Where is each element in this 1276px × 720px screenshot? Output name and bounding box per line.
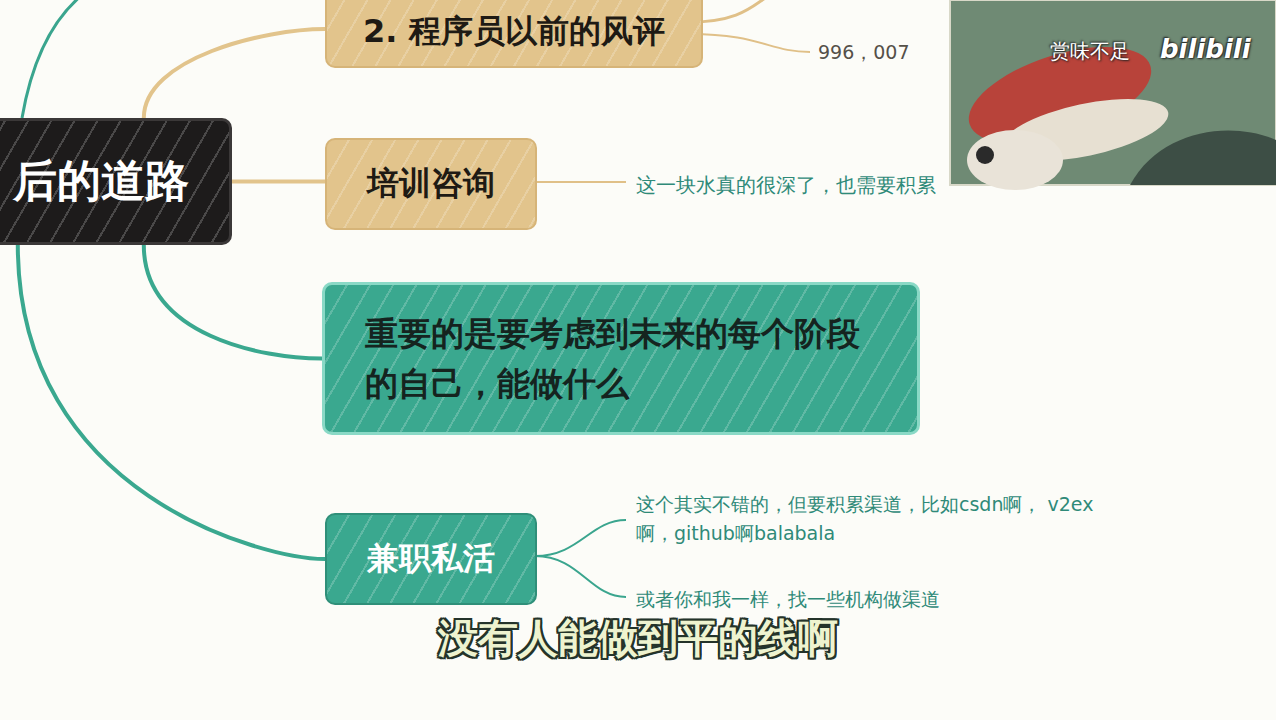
root-box: 后的道路	[0, 118, 232, 245]
branch-connector	[144, 245, 322, 359]
node-text: 后的道路	[13, 152, 189, 211]
watermark: 赏味不足	[1050, 36, 1130, 66]
node-text: 培训咨询	[367, 162, 495, 206]
branch-connector	[144, 29, 325, 118]
node-text: 重要的是要考虑到未来的每个阶段的自己，能做什么	[365, 309, 875, 408]
subtitle: 没有人能做到平的线啊	[438, 608, 838, 668]
face	[967, 130, 1063, 190]
note-text: 或者你和我一样，找一些机构做渠道	[636, 585, 940, 614]
branch-line	[22, 0, 82, 118]
watermark: bilibili	[1160, 30, 1251, 69]
branch-connector	[18, 245, 325, 559]
node-text: 兼职私活	[367, 537, 495, 581]
note-text: 这个其实不错的，但要积累渠道，比如csdn啊， v2ex啊，github啊bal…	[636, 490, 1116, 547]
shoulder	[1130, 130, 1276, 185]
branch-connector	[232, 180, 325, 184]
leader-line	[535, 556, 626, 597]
branch-line	[690, 0, 775, 22]
leader-line	[690, 34, 810, 52]
node-text: 2. 程序员以前的风评	[363, 10, 665, 54]
branch-box: 培训咨询	[325, 138, 537, 230]
leader-line	[535, 181, 626, 183]
leader-line	[535, 520, 626, 556]
note-text: 这一块水真的很深了，也需要积累	[636, 170, 936, 200]
branch-box: 重要的是要考虑到未来的每个阶段的自己，能做什么	[322, 282, 920, 435]
eye	[976, 146, 994, 164]
branch-box: 兼职私活	[325, 513, 537, 605]
branch-box: 2. 程序员以前的风评	[325, 0, 703, 68]
note-text: 996，007	[818, 38, 910, 67]
